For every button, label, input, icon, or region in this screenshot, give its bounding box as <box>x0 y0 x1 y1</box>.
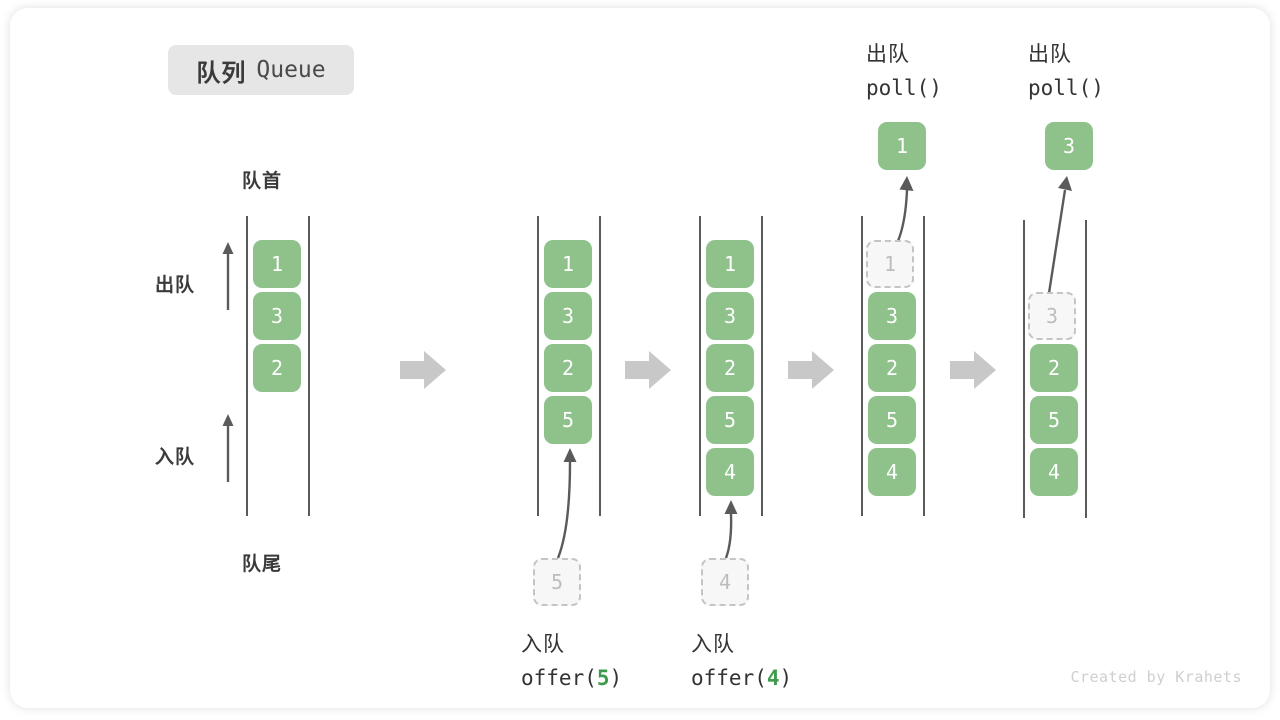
caption-code: poll() <box>1028 76 1104 100</box>
queue-cell: 2 <box>706 344 754 392</box>
dequeue-direction-arrow-icon <box>222 242 234 310</box>
queue-head-label: 队首 <box>242 171 283 192</box>
transition-arrow-icon <box>625 351 671 389</box>
queue-cell: 2 <box>1030 344 1078 392</box>
enqueue-direction-arrow-icon <box>222 414 234 482</box>
queue-column-poll-1: 3 2 5 4 <box>868 292 916 496</box>
title-cn: 队列 <box>196 59 247 87</box>
title-en: Queue <box>256 57 326 83</box>
queue-cell: 1 <box>253 240 301 288</box>
caption-poll-3: 出队 poll() <box>1028 38 1104 100</box>
queue-rail-right <box>923 216 925 516</box>
queue-cell: 3 <box>868 292 916 340</box>
queue-rail-right <box>1085 220 1087 518</box>
diagram-card: 队列 Queue 队首 队尾 出队 入队 1 3 2 1 3 2 <box>10 8 1270 708</box>
caption-code: offer(5) <box>521 666 623 690</box>
queue-cell: 4 <box>1030 448 1078 496</box>
incoming-ghost-cell: 4 <box>701 558 749 606</box>
queue-cell: 3 <box>544 292 592 340</box>
queue-rail-right <box>308 216 310 516</box>
enqueue-arrow-icon <box>724 500 738 559</box>
caption-cn: 入队 <box>691 633 735 656</box>
queue-cell: 4 <box>868 448 916 496</box>
dequeue-arrow-icon <box>1045 176 1072 307</box>
queue-cell: 5 <box>1030 396 1078 444</box>
queue-cell: 2 <box>253 344 301 392</box>
queue-cell-new: 5 <box>544 396 592 444</box>
caption-offer-4: 入队 offer(4) <box>691 628 792 690</box>
queue-rail-left <box>861 216 863 516</box>
queue-cell: 2 <box>868 344 916 392</box>
queue-column-initial: 1 3 2 <box>253 240 301 392</box>
enqueue-arrow-icon <box>556 448 577 559</box>
dequeue-direction-label: 出队 <box>155 275 196 296</box>
caption-code: poll() <box>866 76 942 100</box>
transition-arrow-icon <box>788 351 834 389</box>
dequeued-output-cell: 1 <box>878 122 926 170</box>
caption-offer-5: 入队 offer(5) <box>521 628 622 690</box>
queue-cell: 5 <box>868 396 916 444</box>
caption-code: offer(4) <box>691 666 793 690</box>
queue-rail-left <box>699 216 701 516</box>
queue-rail-right <box>599 216 601 516</box>
queue-cell: 2 <box>544 344 592 392</box>
watermark-credit: Created by Krahets <box>1070 668 1242 686</box>
queue-tail-label: 队尾 <box>242 554 283 575</box>
queue-rail-right <box>761 216 763 516</box>
caption-poll-1: 出队 poll() <box>866 38 942 100</box>
queue-rail-left <box>246 216 248 516</box>
caption-cn: 入队 <box>521 633 565 656</box>
queue-cell: 3 <box>253 292 301 340</box>
queue-column-after-offer-4: 1 3 2 5 4 <box>706 240 754 496</box>
title-badge: 队列 Queue <box>168 45 354 95</box>
queue-cell: 1 <box>706 240 754 288</box>
enqueue-direction-label: 入队 <box>155 447 196 468</box>
queue-cell: 1 <box>544 240 592 288</box>
queue-column-after-offer-5: 1 3 2 5 <box>544 240 592 444</box>
queue-cell: 5 <box>706 396 754 444</box>
caption-cn: 出队 <box>866 43 910 66</box>
transition-arrow-icon <box>950 351 996 389</box>
transition-arrow-icon <box>400 351 446 389</box>
queue-cell: 3 <box>706 292 754 340</box>
queue-rail-left <box>537 216 539 516</box>
queue-cell-new: 4 <box>706 448 754 496</box>
queue-rail-left <box>1023 220 1025 518</box>
outgoing-ghost-cell: 3 <box>1028 292 1076 340</box>
dequeued-output-cell: 3 <box>1045 122 1093 170</box>
queue-column-poll-3: 2 5 4 <box>1030 344 1078 496</box>
incoming-ghost-cell: 5 <box>533 558 581 606</box>
caption-cn: 出队 <box>1028 43 1072 66</box>
outgoing-ghost-cell: 1 <box>866 240 914 288</box>
